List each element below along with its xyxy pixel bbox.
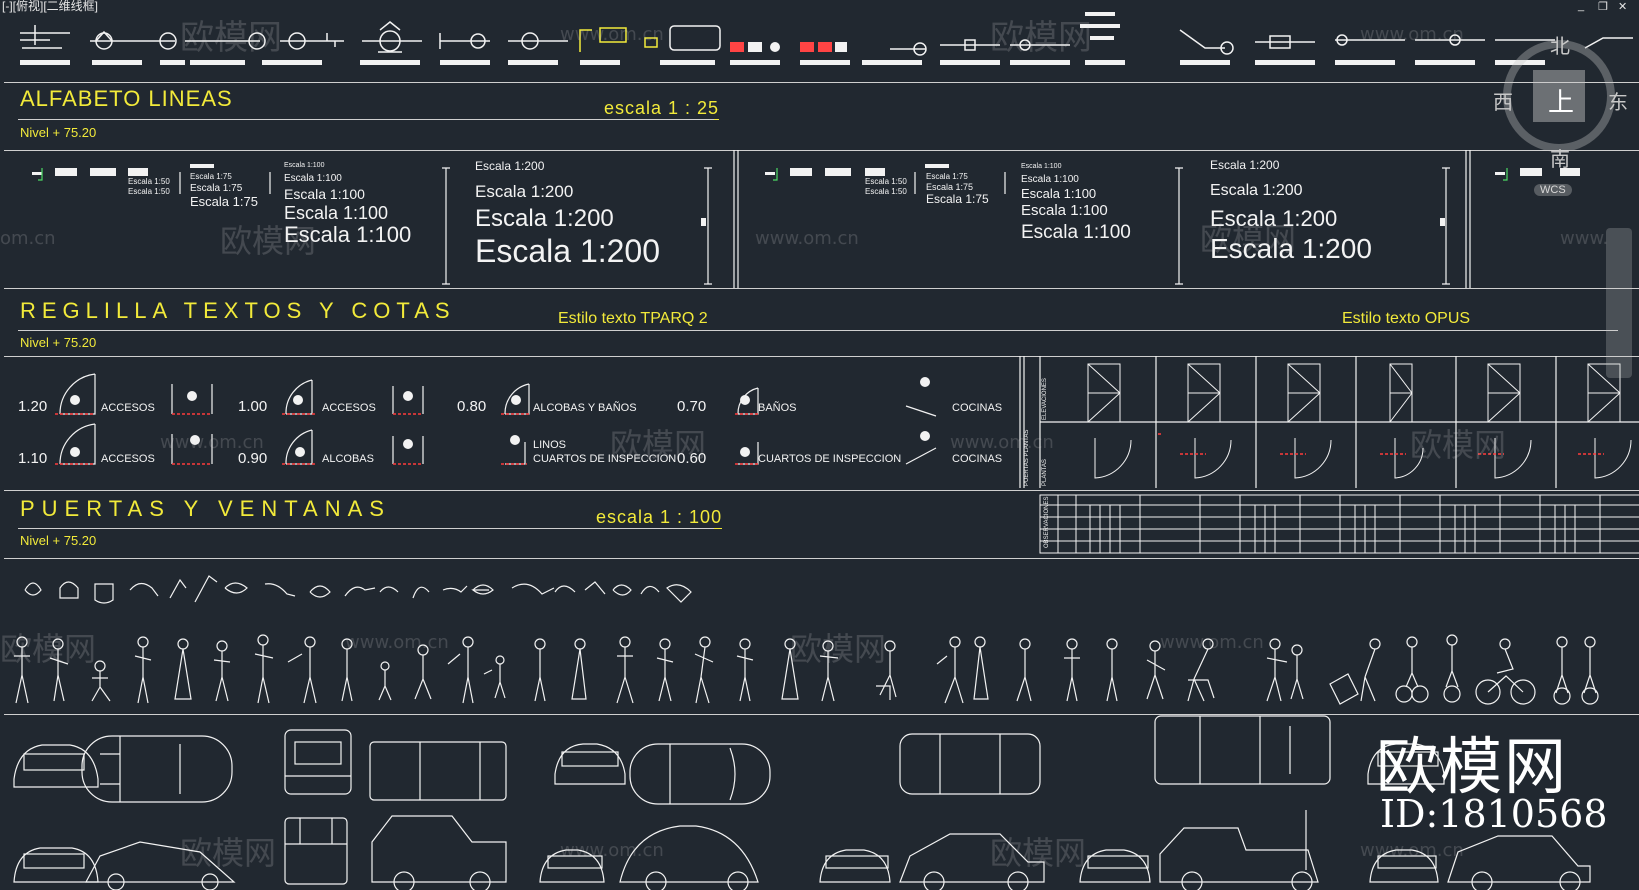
level-label-doors: Nivel + 75.20 <box>20 533 97 548</box>
text-sample: Escala 1:50 <box>865 187 907 196</box>
restore-icon[interactable]: ❐ <box>1598 1 1608 13</box>
level-label-texts: Nivel + 75.20 <box>20 335 97 350</box>
text-grid-frames <box>32 150 1580 288</box>
text-sample: Escala 1:200 <box>475 205 614 232</box>
door-label: LINOS <box>533 439 567 451</box>
text-sample: Escala 1:200 <box>1210 233 1372 264</box>
text-sample: Escala 1:100 <box>1021 163 1062 170</box>
compass-east[interactable]: 东 <box>1608 90 1628 114</box>
text-sample: Escala 1:200 <box>1210 206 1338 231</box>
scale-label-lines: escala 1 : 25 <box>604 98 720 120</box>
door-width: 0.70 <box>677 398 707 415</box>
viewport-label[interactable]: [-][俯视][二维线框] <box>2 0 99 13</box>
text-sample: Escala 1:200 <box>1210 182 1303 199</box>
text-sample: Escala 1:75 <box>926 172 968 181</box>
door-label: BAÑOS <box>758 402 797 414</box>
text-sample: Escala 1:200 <box>475 159 545 173</box>
door-label: ACCESOS <box>101 453 155 465</box>
compass-south[interactable]: 南 <box>1550 147 1570 171</box>
door-width: 0.80 <box>457 398 487 415</box>
side-label: PUERTAS PLANTAS <box>1024 429 1030 486</box>
door-label: ALCOBAS Y BAÑOS <box>533 402 637 414</box>
section-title-texts: REGLILLA TEXTOS Y COTAS <box>20 298 456 323</box>
door-label: COCINAS <box>952 402 1003 414</box>
people-silhouettes-row <box>14 634 1599 705</box>
door-width: 0.60 <box>677 450 707 467</box>
side-label: ELEVACIONES <box>1042 378 1048 420</box>
section-divider <box>4 82 1639 83</box>
text-sample: Escala 1:100 <box>284 203 389 223</box>
title-underline <box>18 528 714 529</box>
door-label: ALCOBAS <box>322 453 374 465</box>
wcs-button[interactable]: WCS <box>1534 184 1572 196</box>
hand-symbols-row <box>24 575 692 604</box>
door-label: ACCESOS <box>101 402 155 414</box>
section-title-lines: ALFABETO LINEAS <box>20 86 233 111</box>
text-sample: Escala 1:75 <box>190 194 258 209</box>
door-width: 1.10 <box>18 450 48 467</box>
line-symbols-strip <box>20 12 1633 65</box>
door-label: CUARTOS DE INSPECCION <box>758 453 902 465</box>
vehicle-blocks <box>13 715 1591 890</box>
text-sample: Escala 1:100 <box>1021 174 1079 185</box>
section-divider <box>4 288 1639 289</box>
section-divider <box>4 150 1639 151</box>
navigation-bar[interactable] <box>1606 228 1632 378</box>
text-sample: Escala 1:75 <box>926 192 989 206</box>
text-sample: Escala 1:100 <box>284 162 325 169</box>
text-sample: Escala 1:75 <box>190 172 232 181</box>
text-sample: Escala 1:100 <box>284 222 412 247</box>
door-label: CUARTOS DE INSPECCION <box>533 453 677 465</box>
side-label: PLANTAS <box>1042 459 1048 486</box>
door-symbols <box>55 356 1639 488</box>
text-sample: Escala 1:100 <box>284 186 365 202</box>
text-sample: Escala 1:75 <box>926 182 974 192</box>
text-sample: Escala 1:200 <box>475 233 661 269</box>
section-divider <box>4 714 1639 715</box>
viewcube-ring[interactable] <box>1499 36 1619 156</box>
level-label-lines: Nivel + 75.20 <box>20 125 97 140</box>
section-title-doors: PUERTAS Y VENTANAS <box>20 496 391 521</box>
compass-north[interactable]: 北 <box>1550 34 1570 58</box>
text-sample: Escala 1:100 <box>1021 202 1108 219</box>
door-label: ACCESOS <box>322 402 376 414</box>
text-sample: Escala 1:50 <box>128 177 170 186</box>
text-sample: Escala 1:75 <box>190 183 243 194</box>
text-sample: Escala 1:100 <box>1021 186 1097 201</box>
minimize-icon[interactable]: _ <box>1578 0 1585 12</box>
viewcube-top-face[interactable]: 上 <box>1548 88 1575 118</box>
door-width: 1.00 <box>238 398 268 415</box>
section-divider <box>4 490 1639 491</box>
text-sample: Escala 1:200 <box>1210 158 1280 172</box>
text-sample: Escala 1:50 <box>128 187 170 196</box>
door-schedule-table <box>1039 494 1639 554</box>
title-underline <box>18 330 1618 331</box>
scale-label-doors: escala 1 : 100 <box>596 507 723 529</box>
brand-logo: 欧模网 <box>1376 730 1569 803</box>
text-sample: Escala 1:100 <box>1021 222 1131 243</box>
text-sample: Escala 1:100 <box>284 173 342 184</box>
compass-west[interactable]: 西 <box>1493 90 1513 114</box>
text-style-label-b: Estilo texto OPUS <box>1342 310 1471 327</box>
text-sample: Escala 1:50 <box>865 177 907 186</box>
door-width: 0.90 <box>238 450 268 467</box>
close-icon[interactable]: ✕ <box>1618 1 1628 13</box>
text-sample: Escala 1:200 <box>475 182 574 201</box>
title-underline <box>18 119 714 120</box>
section-divider <box>4 356 1639 357</box>
door-label: COCINAS <box>952 453 1003 465</box>
brand-id: ID:1810568 <box>1380 792 1608 836</box>
door-width: 1.20 <box>18 398 48 415</box>
text-style-label-a: Estilo texto TPARQ 2 <box>558 310 708 327</box>
section-divider <box>4 558 1639 559</box>
